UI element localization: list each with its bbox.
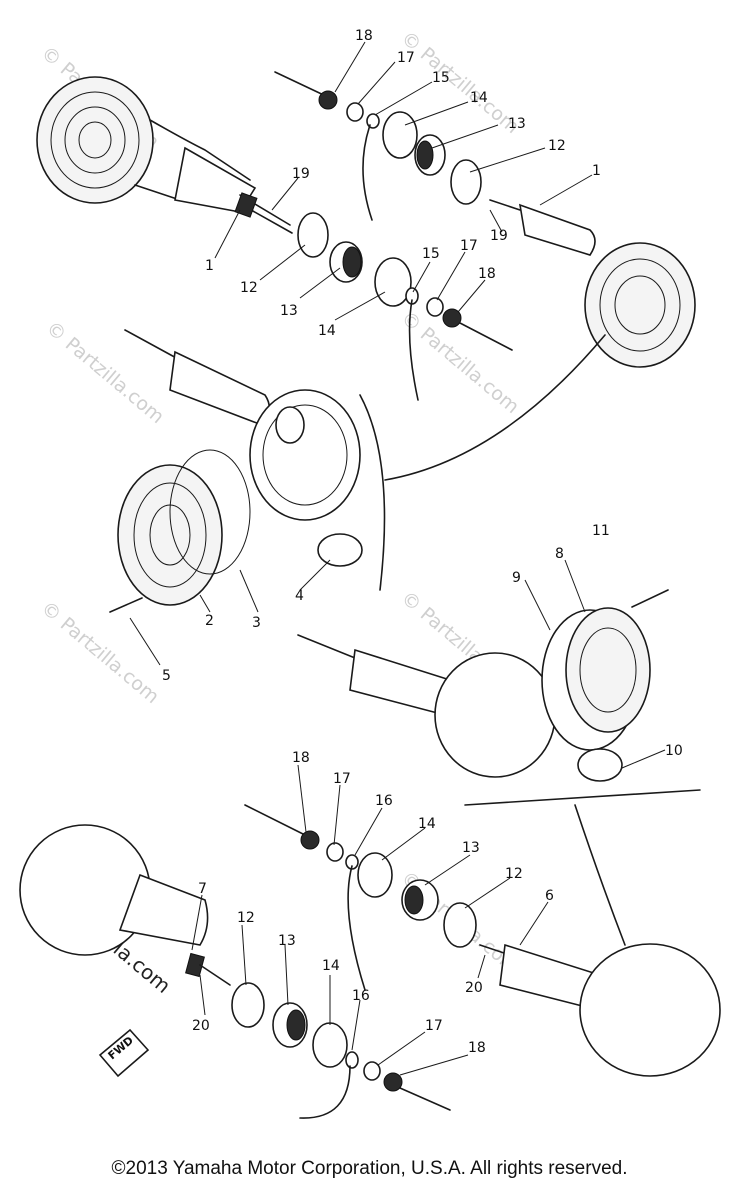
callout-18: 18 bbox=[292, 750, 310, 766]
forward-direction-marker: FWD bbox=[98, 1028, 150, 1078]
callout-18: 18 bbox=[478, 266, 496, 282]
callout-19: 19 bbox=[292, 166, 310, 182]
callout-14: 14 bbox=[322, 958, 340, 974]
callout-17: 17 bbox=[397, 50, 415, 66]
assembly-arrow bbox=[384, 334, 606, 481]
callout-12: 12 bbox=[548, 138, 566, 154]
watermark: © Partzilla.com bbox=[37, 597, 163, 708]
flasher-assembly-middle-right bbox=[297, 589, 701, 806]
callout-13: 13 bbox=[280, 303, 298, 319]
callout-16: 16 bbox=[352, 988, 370, 1004]
callout-13: 13 bbox=[278, 933, 296, 949]
hardware-row-upper-right bbox=[274, 71, 482, 221]
callout-20: 20 bbox=[192, 1018, 210, 1034]
flasher-assembly-top-left bbox=[36, 76, 293, 234]
callout-11: 11 bbox=[592, 523, 610, 539]
callout-17: 17 bbox=[460, 238, 478, 254]
callout-1: 1 bbox=[592, 163, 601, 179]
callout-3: 3 bbox=[252, 615, 261, 631]
copyright-notice: ©2013 Yamaha Motor Corporation, U.S.A. A… bbox=[111, 1158, 628, 1179]
callout-19: 19 bbox=[490, 228, 508, 244]
callout-15: 15 bbox=[422, 246, 440, 262]
callout-12: 12 bbox=[240, 280, 258, 296]
callout-5: 5 bbox=[162, 668, 171, 684]
callout-leaders bbox=[129, 41, 666, 1076]
callout-8: 8 bbox=[555, 546, 564, 562]
callout-2: 2 bbox=[205, 613, 214, 629]
callout-12: 12 bbox=[505, 866, 523, 882]
callout-13: 13 bbox=[462, 840, 480, 856]
callout-6: 6 bbox=[545, 888, 554, 904]
callout-20: 20 bbox=[465, 980, 483, 996]
callout-14: 14 bbox=[318, 323, 336, 339]
callout-12: 12 bbox=[237, 910, 255, 926]
flasher-assembly-middle bbox=[109, 329, 386, 613]
callout-15: 15 bbox=[432, 70, 450, 86]
callout-14: 14 bbox=[470, 90, 488, 106]
hardware-row-lower bbox=[231, 804, 477, 1119]
callout-18: 18 bbox=[468, 1040, 486, 1056]
callout-17: 17 bbox=[333, 771, 351, 787]
callout-1: 1 bbox=[205, 258, 214, 274]
callout-14: 14 bbox=[418, 816, 436, 832]
callout-16: 16 bbox=[375, 793, 393, 809]
callout-4: 4 bbox=[295, 588, 304, 604]
assembly-arrow bbox=[574, 804, 626, 946]
callout-7: 7 bbox=[198, 881, 207, 897]
flasher-assembly-bottom-left bbox=[19, 824, 231, 986]
flasher-assembly-top-right bbox=[489, 199, 696, 368]
hardware-row-upper-left bbox=[297, 212, 513, 401]
callout-13: 13 bbox=[508, 116, 526, 132]
watermark: © Partzilla.com bbox=[42, 317, 168, 428]
callout-10: 10 bbox=[665, 743, 683, 759]
callout-17: 17 bbox=[425, 1018, 443, 1034]
callout-9: 9 bbox=[512, 570, 521, 586]
callout-labels: 18 17 15 14 13 12 1 19 19 1 12 13 14 15 … bbox=[162, 28, 683, 1056]
callout-18: 18 bbox=[355, 28, 373, 44]
flasher-assembly-bottom-right bbox=[479, 943, 721, 1077]
